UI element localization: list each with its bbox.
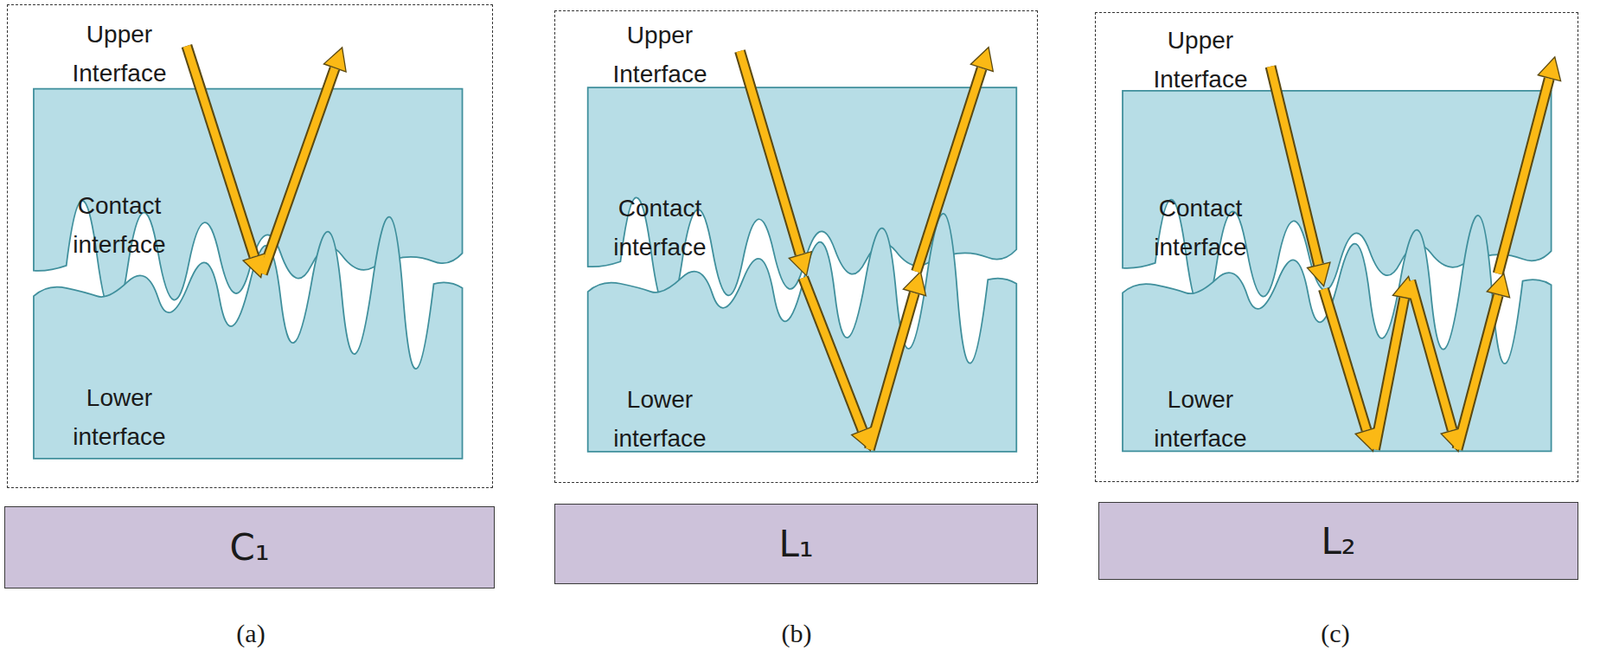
interface-label: Upper Interface — [582, 16, 737, 95]
interface-label: Lower interface — [42, 378, 197, 457]
interface-label: Contact interface — [1123, 189, 1278, 268]
contact-panel: Upper InterfaceContact interfaceLower in… — [554, 10, 1038, 483]
case-tag: L₁ — [554, 503, 1038, 584]
interface-label: Upper Interface — [1123, 21, 1278, 100]
case-tag: C₁ — [4, 505, 495, 589]
case-label: L₁ — [778, 522, 813, 565]
panel-label: (c) — [1320, 618, 1350, 648]
interface-label: Contact interface — [42, 186, 197, 265]
panel-label: (b) — [781, 618, 813, 648]
contact-panel: Upper InterfaceContact interfaceLower in… — [1094, 12, 1579, 482]
case-label: L₂ — [1320, 519, 1356, 563]
contact-panel: Upper InterfaceContact interfaceLower in… — [6, 4, 493, 488]
wave-arrows — [186, 45, 1549, 449]
interface-label: Lower interface — [582, 380, 737, 459]
panel-label: (a) — [236, 618, 265, 648]
interface-label: Contact interface — [582, 189, 737, 268]
interface-label: Upper Interface — [42, 15, 197, 94]
interface-label: Lower interface — [1123, 380, 1278, 459]
case-label: C₁ — [229, 525, 269, 569]
case-tag: L₂ — [1098, 501, 1579, 580]
